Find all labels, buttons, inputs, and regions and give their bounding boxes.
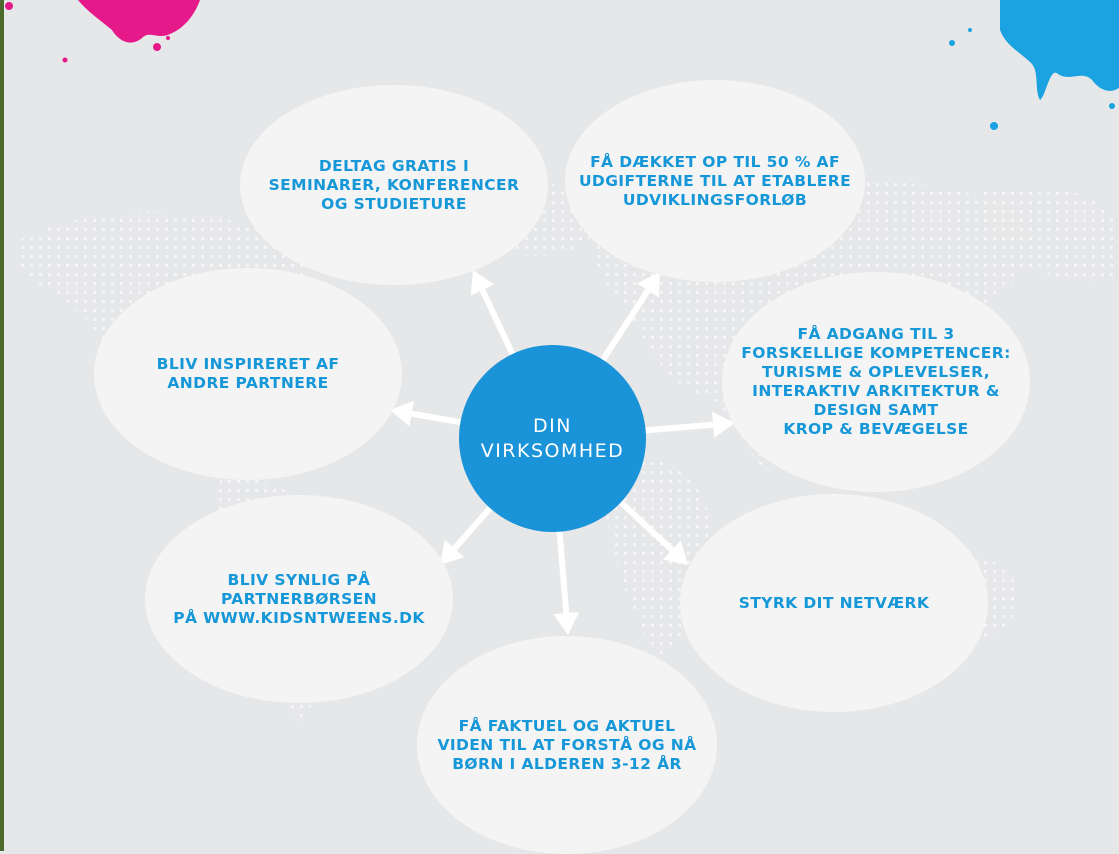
bubble-label: FÅ DÆKKET OP TIL 50 % AF UDGIFTERNE TIL … [578, 152, 852, 209]
bubble-inspireret: BLIV INSPIRERET AF ANDRE PARTNERE [94, 268, 402, 480]
bubble-label: BLIV INSPIRERET AF ANDRE PARTNERE [156, 355, 340, 392]
bubble-seminarer: DELTAG GRATIS I SEMINARER, KONFERENCER O… [240, 85, 548, 285]
bubble-label: FÅ FAKTUEL OG AKTUEL VIDEN TIL AT FORSTÅ… [437, 716, 697, 773]
bubble-viden: FÅ FAKTUEL OG AKTUEL VIDEN TIL AT FORSTÅ… [417, 636, 717, 854]
center-circle: DIN VIRKSOMHED [459, 345, 646, 532]
bubble-label: DELTAG GRATIS I SEMINARER, KONFERENCER O… [268, 156, 520, 213]
bubble-kompetencer: FÅ ADGANG TIL 3 FORSKELLIGE KOMPETENCER:… [722, 272, 1030, 492]
arrow-head-inspireret [390, 400, 414, 427]
bubble-partnerborsen: BLIV SYNLIG PÅ PARTNERBØRSEN PÅ WWW.KIDS… [145, 495, 453, 703]
arrow-head-partnerborsen [440, 539, 465, 565]
arrow-head-kompetencer [712, 411, 735, 438]
arrow-head-viden [553, 612, 580, 635]
center-label: DIN VIRKSOMHED [480, 414, 625, 462]
arrow-head-udgifter [637, 272, 660, 298]
arrow-head-netvaerk [663, 540, 688, 565]
arrow-head-seminarer [470, 270, 495, 296]
left-edge-strip [0, 0, 4, 851]
pink-paint-splash [5, 0, 200, 63]
blue-paint-splash [949, 0, 1119, 130]
bubble-label: FÅ ADGANG TIL 3 FORSKELLIGE KOMPETENCER:… [741, 325, 1011, 438]
bubble-label: STYRK DIT NETVÆRK [738, 593, 930, 612]
bubble-netvaerk: STYRK DIT NETVÆRK [680, 494, 988, 712]
bubble-label: BLIV SYNLIG PÅ PARTNERBØRSEN PÅ WWW.KIDS… [173, 570, 425, 627]
bubble-udgifter: FÅ DÆKKET OP TIL 50 % AF UDGIFTERNE TIL … [565, 80, 865, 282]
